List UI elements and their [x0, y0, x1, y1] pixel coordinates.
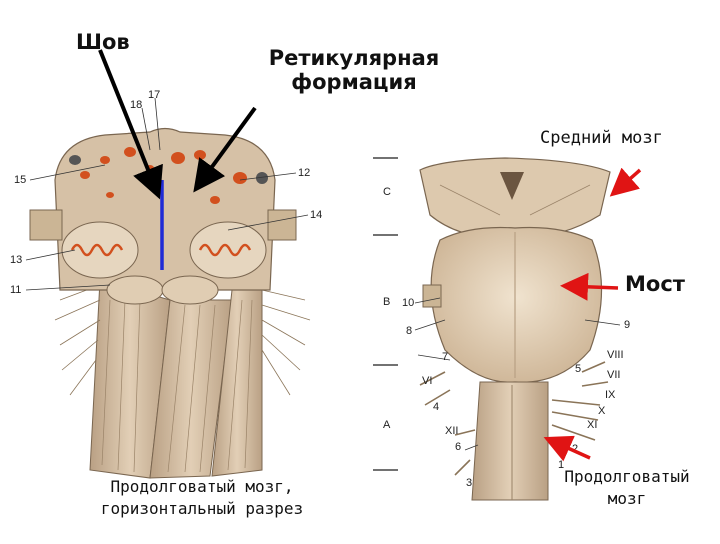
cranial-nerve-labels: VIII VII IX X XI XII VI: [422, 349, 624, 437]
roman-vii: VII: [607, 369, 620, 381]
arrow-medulla: [543, 435, 591, 462]
arrow-raphe: [98, 49, 163, 200]
left-number-labels: 17 18 15 12 14 13 11: [10, 89, 322, 296]
label-raphe: Шов: [76, 30, 130, 54]
label-midbrain: Средний мозг: [540, 128, 663, 148]
roman-ix: IX: [605, 389, 616, 401]
num-10: 10: [402, 297, 414, 309]
num-12: 12: [298, 167, 310, 179]
num-18: 18: [130, 99, 142, 111]
num-14: 14: [310, 209, 322, 221]
label-medulla-line2: мозг: [607, 489, 647, 508]
arrow-midbrain: [609, 167, 642, 197]
label-medulla: Продолговатый мозг: [540, 466, 714, 510]
num-4: 4: [433, 401, 439, 413]
roman-viii: VIII: [607, 349, 624, 361]
num-8: 8: [406, 325, 412, 337]
medulla-section-illustration: [25, 97, 311, 479]
label-reticular-line1: Ретикулярная: [268, 46, 440, 70]
num-9: 9: [624, 319, 630, 331]
right-number-labels: 10 8 9 7 6 5 4 3 2 1: [402, 297, 630, 489]
num-3: 3: [466, 477, 472, 489]
num-5: 5: [575, 363, 581, 375]
scale-letter-a: A: [383, 419, 391, 431]
label-pons: Мост: [625, 272, 685, 296]
roman-x: X: [598, 405, 606, 417]
scale-letters: C B A: [383, 186, 391, 431]
label-medulla-section-line1: Продолговатый мозг,: [110, 477, 294, 496]
roman-xii: XII: [445, 425, 458, 437]
roman-vi: VI: [422, 375, 432, 387]
roman-xi: XI: [587, 419, 597, 431]
scale-letter-c: C: [383, 186, 391, 198]
num-13: 13: [10, 254, 22, 266]
num-7: 7: [442, 351, 448, 363]
num-11: 11: [10, 284, 21, 296]
label-reticular-line2: формация: [291, 70, 417, 94]
num-15: 15: [14, 174, 26, 186]
scale-letter-b: B: [383, 296, 390, 308]
num-6: 6: [455, 441, 461, 453]
label-reticular: Ретикулярная формация: [248, 46, 460, 94]
num-17: 17: [148, 89, 160, 101]
arrow-pons: [560, 272, 619, 301]
label-medulla-section-line2: горизонтальный разрез: [100, 499, 304, 518]
label-medulla-line1: Продолговатый: [564, 467, 690, 486]
label-medulla-section: Продолговатый мозг, горизонтальный разре…: [52, 476, 352, 520]
num-2: 2: [572, 443, 578, 455]
arrow-reticular: [193, 106, 257, 193]
num-1: 1: [558, 459, 564, 471]
brainstem-illustration: [373, 157, 621, 501]
